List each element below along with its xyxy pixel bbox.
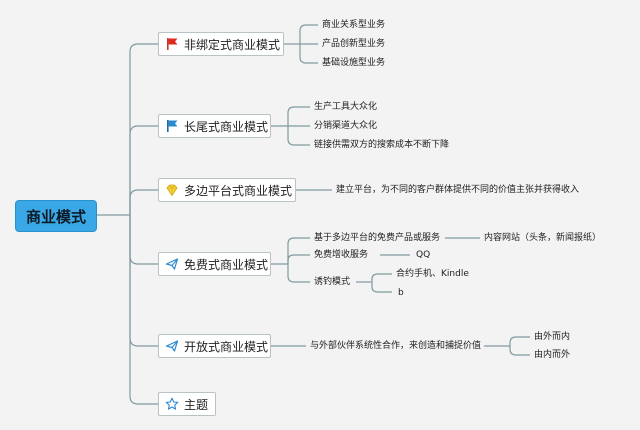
branch-label: 主题 (184, 397, 209, 412)
leaf-item[interactable]: 链接供需双方的搜索成本不断下降 (314, 140, 450, 150)
branch-long-tail[interactable]: 长尾式商业模式 (158, 114, 271, 138)
leaf-item[interactable]: 产品创新型业务 (322, 39, 386, 49)
branch-open[interactable]: 开放式商业模式 (158, 334, 271, 358)
grandchild-item[interactable]: 合约手机、Kindle (396, 269, 469, 279)
branch-free[interactable]: 免费式商业模式 (158, 252, 271, 276)
yellow-gem-icon (165, 183, 179, 197)
leaf-item[interactable]: 免费增收服务 (314, 250, 369, 260)
branch-label: 免费式商业模式 (184, 257, 269, 272)
branch-label: 长尾式商业模式 (184, 119, 269, 134)
leaf-item[interactable]: 分销渠道大众化 (314, 121, 378, 131)
branch-unbundled[interactable]: 非绑定式商业模式 (158, 32, 284, 56)
root-node[interactable]: 商业模式 (15, 200, 97, 232)
grandchild-item[interactable]: QQ (416, 250, 431, 260)
star-icon (165, 397, 179, 411)
leaf-item[interactable]: 基础设施型业务 (322, 58, 386, 68)
grandchild-item[interactable]: 内容网站（头条，新闻报纸） (484, 233, 602, 243)
branch-topic[interactable]: 主题 (158, 392, 216, 416)
leaf-item[interactable]: 生产工具大众化 (314, 102, 378, 112)
paper-plane-icon (165, 339, 179, 353)
grandchild-item[interactable]: 由内而外 (534, 350, 571, 360)
leaf-item[interactable]: 基于多边平台的免费产品或服务 (314, 233, 441, 243)
branch-label: 多边平台式商业模式 (184, 183, 293, 198)
branch-label: 非绑定式商业模式 (184, 37, 281, 52)
leaf-item[interactable]: 诱钓模式 (314, 277, 351, 287)
red-flag-icon (165, 37, 179, 51)
leaf-item[interactable]: 与外部伙伴系统性合作，来创造和捕捉价值 (310, 341, 482, 351)
blue-flag-icon (165, 119, 179, 133)
grandchild-item[interactable]: b (398, 288, 404, 298)
leaf-item[interactable]: 商业关系型业务 (322, 20, 386, 30)
branch-label: 开放式商业模式 (184, 339, 269, 354)
grandchild-item[interactable]: 由外而内 (534, 332, 571, 342)
branch-multi-sided-platform[interactable]: 多边平台式商业模式 (158, 178, 296, 202)
leaf-item[interactable]: 建立平台，为不同的客户群体提供不同的价值主张并获得收入 (336, 185, 580, 195)
paper-plane-icon (165, 257, 179, 271)
